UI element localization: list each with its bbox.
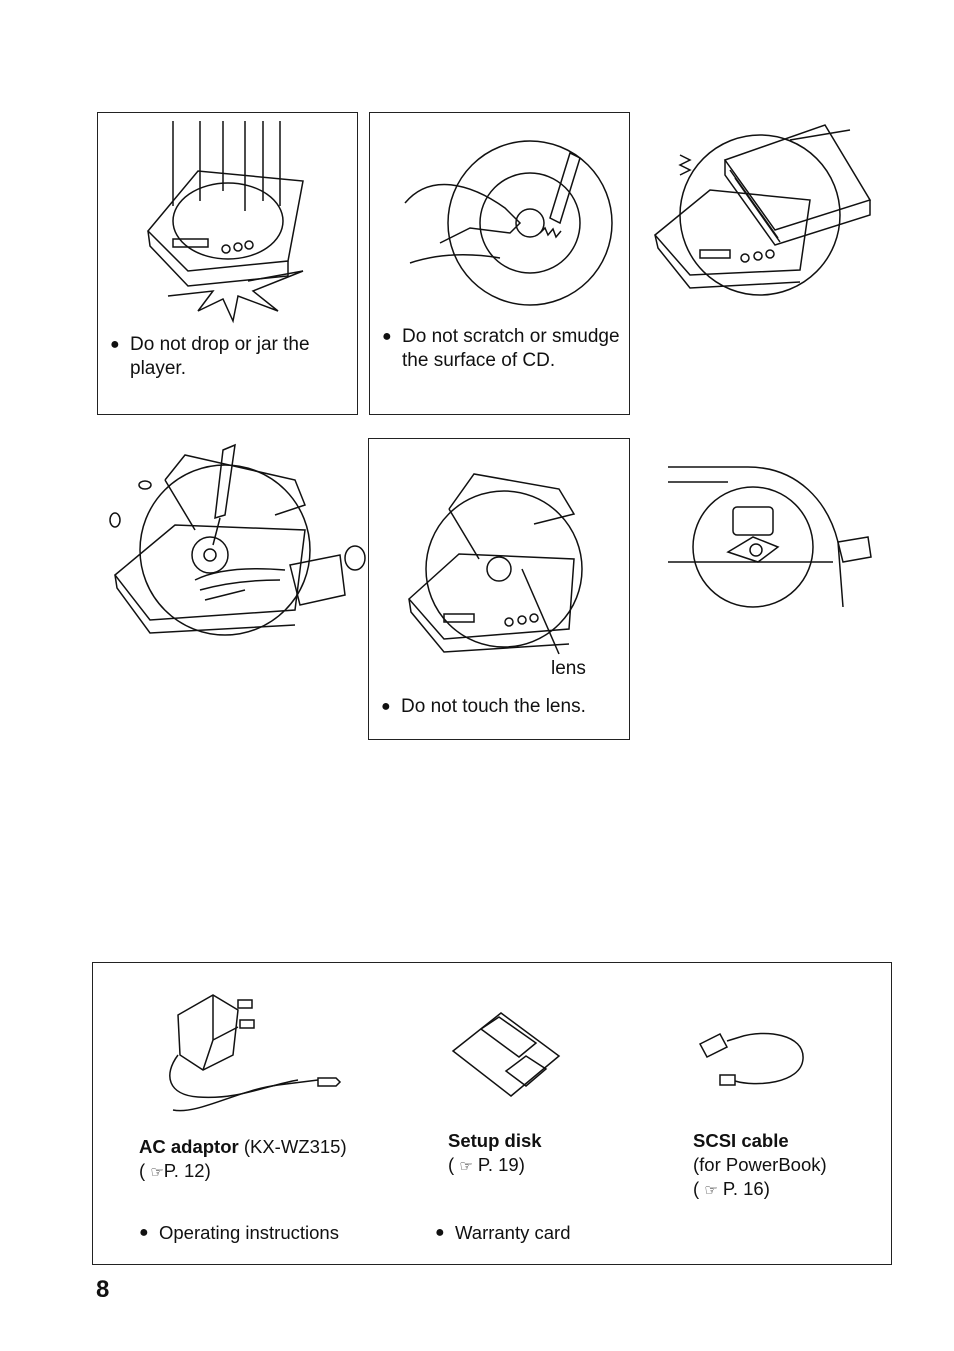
pointing-hand-icon: ☞ <box>150 1161 163 1185</box>
cd-player-lens-illustration <box>404 464 604 664</box>
scsi-cable-title: SCSI cable <box>693 1129 883 1153</box>
precaution-scratch-caption: Do not scratch or smudge the surface of … <box>402 325 627 373</box>
dropping-player-illustration <box>128 121 328 321</box>
ac-adaptor-illustration <box>158 985 343 1125</box>
ac-adaptor-model: (KX-WZ315) <box>244 1136 347 1157</box>
bullet-dot-icon: ● <box>381 695 401 719</box>
scratching-cd-illustration <box>400 133 610 313</box>
setup-floppy-disk-illustration <box>451 1011 563 1101</box>
player-in-car-illustration <box>668 462 873 610</box>
precaution-drop-caption: Do not drop or jar the player. <box>130 333 355 381</box>
bullet-dot-icon: ● <box>110 333 130 381</box>
pointing-hand-icon: ☞ <box>704 1179 717 1203</box>
precaution-scratch-panel: ● Do not scratch or smudge the surface o… <box>369 112 630 415</box>
lens-label: lens <box>551 658 586 680</box>
page-number: 8 <box>96 1276 109 1304</box>
precaution-lens-panel: lens ● Do not touch the lens. <box>368 438 630 740</box>
ac-adaptor-ref: P. 12 <box>164 1160 205 1181</box>
operating-instructions-item: Operating instructions <box>159 1221 339 1245</box>
bullet-dot-icon: ● <box>435 1221 455 1245</box>
disassembly-and-liquid-illustration <box>105 440 360 635</box>
bullet-dot-icon: ● <box>382 325 402 373</box>
precaution-drop-panel: ● Do not drop or jar the player. <box>97 112 358 415</box>
accessories-panel: AC adaptor (KX-WZ315) ( ☞P. 12) Setup di… <box>92 962 892 1265</box>
scsi-cable-note: (for PowerBook) <box>693 1153 883 1177</box>
scsi-cable-ref: P. 16 <box>723 1178 764 1199</box>
bullet-dot-icon: ● <box>139 1221 159 1245</box>
ac-adaptor-title: AC adaptor <box>139 1136 239 1157</box>
heavy-objects-on-player-illustration <box>650 120 875 290</box>
setup-disk-title: Setup disk <box>448 1129 648 1153</box>
warranty-card-item: Warranty card <box>455 1221 570 1245</box>
pointing-hand-icon: ☞ <box>459 1155 472 1179</box>
scsi-cable-illustration <box>695 1029 807 1091</box>
precaution-lens-caption: Do not touch the lens. <box>401 695 586 719</box>
setup-disk-ref: P. 19 <box>478 1154 519 1175</box>
